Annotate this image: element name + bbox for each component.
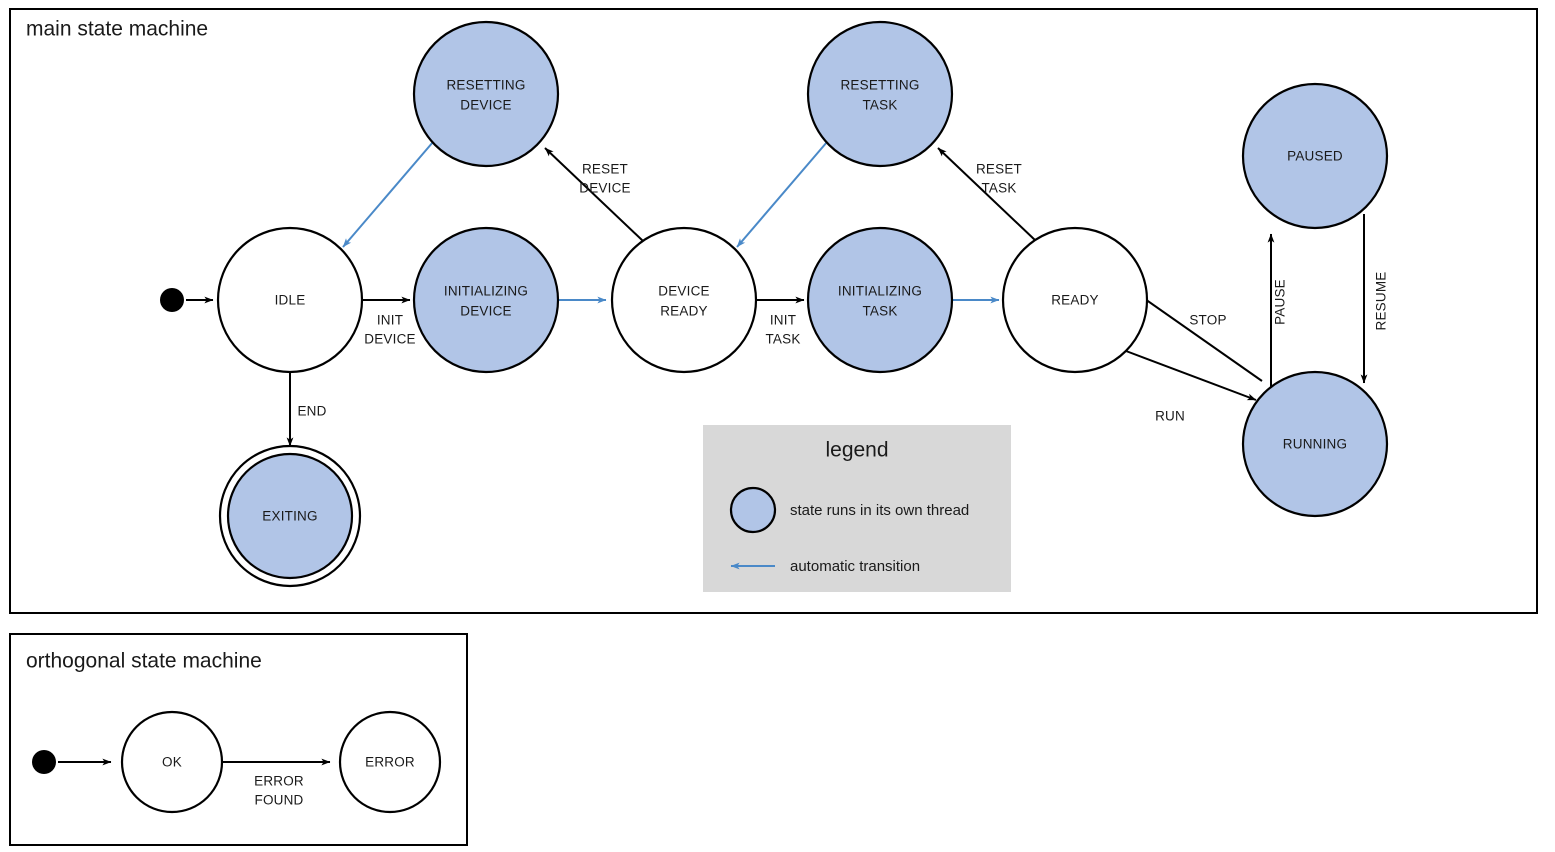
edge-label-init-task-line1: INIT (770, 313, 796, 328)
edge-label-init-device-line2: DEVICE (364, 332, 415, 347)
state-initializing-task[interactable]: INITIALIZING TASK (806, 226, 954, 374)
legend-auto-label: automatic transition (790, 558, 920, 575)
state-paused-circle[interactable] (1241, 82, 1389, 230)
state-device-ready[interactable]: DEVICE READY (610, 226, 758, 374)
state-resetting-task-circle[interactable] (806, 20, 954, 168)
state-resetting-task-label-line2: TASK (862, 98, 897, 113)
state-initializing-task-circle[interactable] (806, 226, 954, 374)
initial-state-marker-orthogonal (32, 750, 56, 774)
edge-ready-to-resetting-task (937, 147, 1037, 242)
edge-label-init-device-line1: INIT (377, 313, 403, 328)
state-exiting[interactable]: EXITING (218, 444, 362, 588)
state-ready-label: READY (1051, 293, 1099, 308)
edge-label-init-task-line2: TASK (765, 332, 800, 347)
orthogonal-transitions: ERROR FOUND (58, 758, 331, 808)
edge-device-ready-to-resetting-device (544, 147, 644, 242)
state-ok-circle[interactable] (120, 710, 224, 814)
state-idle[interactable]: IDLE (216, 226, 364, 374)
state-resetting-device-label-line2: DEVICE (460, 98, 511, 113)
legend: legend state runs in its own thread auto… (703, 425, 1011, 592)
state-initializing-task-label-line2: TASK (862, 304, 897, 319)
state-ok[interactable]: OK (120, 710, 224, 814)
main-transitions: INIT DEVICE END RESET DEVICE INIT TASK R… (186, 141, 1389, 447)
edge-label-reset-task-line1: RESET (976, 162, 1022, 177)
state-initializing-device[interactable]: INITIALIZING DEVICE (412, 226, 560, 374)
state-idle-label: IDLE (275, 293, 306, 308)
main-frame-title: main state machine (26, 18, 208, 41)
edge-label-pause: PAUSE (1273, 279, 1288, 325)
state-error-circle[interactable] (338, 710, 442, 814)
state-ready-circle[interactable] (1001, 226, 1149, 374)
edge-label-error-found-line2: FOUND (255, 793, 304, 808)
state-running[interactable]: RUNNING (1241, 370, 1389, 518)
state-device-ready-label-line1: DEVICE (658, 284, 709, 299)
state-ready[interactable]: READY (1001, 226, 1149, 374)
edge-resetting-device-to-idle (342, 141, 434, 248)
state-running-circle[interactable] (1241, 370, 1389, 518)
state-paused-label: PAUSED (1287, 149, 1343, 164)
state-initializing-device-label-line1: INITIALIZING (444, 284, 528, 299)
edge-label-stop: STOP (1189, 313, 1226, 328)
state-device-ready-label-line2: READY (660, 304, 708, 319)
state-resetting-device-circle[interactable] (412, 20, 560, 168)
edge-label-run: RUN (1155, 409, 1185, 424)
edge-resetting-task-to-device-ready (736, 141, 828, 248)
state-running-label: RUNNING (1283, 437, 1347, 452)
edge-label-end: END (297, 404, 326, 419)
edge-label-error-found-line1: ERROR (254, 774, 304, 789)
state-resetting-task[interactable]: RESETTING TASK (806, 20, 954, 168)
state-error[interactable]: ERROR (338, 710, 442, 814)
state-resetting-device-label-line1: RESETTING (446, 78, 525, 93)
initial-state-marker-main (160, 288, 184, 312)
edge-label-reset-device-line1: RESET (582, 162, 628, 177)
edge-ready-to-running (1125, 350, 1257, 401)
state-device-ready-circle[interactable] (610, 226, 758, 374)
legend-thread-swatch-icon (729, 486, 777, 534)
state-exiting-label: EXITING (262, 509, 317, 524)
state-initializing-task-label-line1: INITIALIZING (838, 284, 922, 299)
edge-label-resume: RESUME (1374, 272, 1389, 331)
legend-entry-auto: automatic transition (730, 558, 920, 575)
legend-title: legend (825, 439, 888, 462)
state-error-label: ERROR (365, 755, 415, 770)
main-states: IDLE RESETTING DEVICE INITIALIZING DEVIC… (160, 20, 1389, 588)
legend-thread-label: state runs in its own thread (790, 502, 969, 519)
state-resetting-device[interactable]: RESETTING DEVICE (412, 20, 560, 168)
state-resetting-task-label-line1: RESETTING (840, 78, 919, 93)
state-exiting-circle[interactable] (226, 452, 354, 580)
edge-label-reset-task-line2: TASK (981, 181, 1016, 196)
edge-label-reset-device-line2: DEVICE (579, 181, 630, 196)
state-initializing-device-label-line2: DEVICE (460, 304, 511, 319)
orthogonal-frame-title: orthogonal state machine (26, 650, 262, 673)
edge-running-to-ready (1134, 291, 1263, 382)
state-ok-label: OK (162, 755, 182, 770)
orthogonal-states: OK ERROR (32, 710, 442, 814)
state-paused[interactable]: PAUSED (1241, 82, 1389, 230)
state-idle-circle[interactable] (216, 226, 364, 374)
state-initializing-device-circle[interactable] (412, 226, 560, 374)
legend-entry-thread: state runs in its own thread (729, 486, 969, 534)
